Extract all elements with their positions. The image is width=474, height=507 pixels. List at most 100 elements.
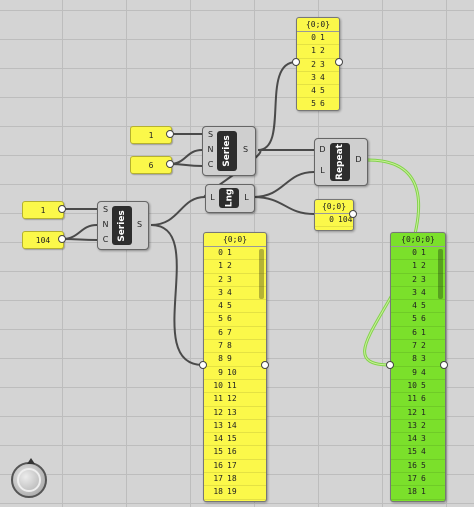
row-value: 2 bbox=[227, 261, 232, 271]
row-index: 13 bbox=[407, 420, 417, 430]
navigator-arrow-icon bbox=[27, 458, 35, 464]
row-value: 1 bbox=[421, 407, 426, 417]
repeat-input-l[interactable]: L bbox=[320, 166, 325, 175]
slider-left-start[interactable]: 1 bbox=[22, 201, 64, 219]
series-output-s[interactable]: S bbox=[242, 145, 249, 154]
panel-output-grip[interactable] bbox=[335, 58, 343, 66]
row-index: 2 bbox=[218, 274, 223, 284]
series-label: Series bbox=[117, 209, 128, 242]
row-index: 4 bbox=[412, 301, 417, 311]
length-core: Lng bbox=[219, 188, 239, 208]
row-value: 1 bbox=[227, 248, 232, 257]
row-value: 3 bbox=[227, 274, 232, 284]
slider-output-grip[interactable] bbox=[58, 235, 66, 243]
panel-input-grip[interactable] bbox=[292, 58, 300, 66]
length-input-l[interactable]: L bbox=[210, 193, 215, 202]
panel-scrollbar[interactable] bbox=[438, 249, 443, 299]
length-component[interactable]: L Lng L bbox=[205, 184, 255, 213]
row-index: 4 bbox=[311, 86, 316, 96]
row-value: 2 bbox=[421, 501, 426, 502]
wire-series2-to-length bbox=[150, 196, 206, 226]
row-value: 14 bbox=[227, 420, 237, 430]
row-value: 2 bbox=[421, 420, 426, 430]
wire-series-to-panel-top bbox=[257, 61, 297, 151]
panel-output-grip[interactable] bbox=[440, 361, 448, 369]
row-value: 6 bbox=[421, 474, 426, 484]
compass-navigator-icon[interactable] bbox=[11, 458, 47, 498]
panel-title: {0;0} bbox=[204, 233, 266, 247]
wire-length-to-repeat-l bbox=[252, 171, 315, 198]
slider-output-grip[interactable] bbox=[58, 205, 66, 213]
row-value: 6 bbox=[421, 394, 426, 404]
row-value: 3 bbox=[320, 59, 325, 69]
slider-value: 6 bbox=[148, 160, 154, 170]
row-index: 5 bbox=[412, 314, 417, 324]
row-value: 5 bbox=[421, 380, 426, 390]
series-input-s[interactable]: S bbox=[207, 130, 214, 139]
row-value: 1 bbox=[421, 487, 426, 497]
row-index: 8 bbox=[412, 354, 417, 364]
length-output-l[interactable]: L bbox=[244, 193, 249, 202]
panel-title: {0;0;0} bbox=[391, 233, 445, 247]
slider-value: 104 bbox=[35, 235, 51, 245]
repeat-component[interactable]: D L Repeat D bbox=[314, 138, 368, 186]
row-value: 2 bbox=[320, 46, 325, 56]
wire-length-to-panel-len bbox=[252, 196, 315, 215]
row-value: 6 bbox=[421, 314, 426, 324]
row-index: 4 bbox=[218, 301, 223, 311]
row-value: 2 bbox=[421, 341, 426, 351]
series-component-left[interactable]: S N C Series S bbox=[97, 201, 149, 250]
row-value: 5 bbox=[421, 460, 426, 470]
slider-output-grip[interactable] bbox=[166, 130, 174, 138]
panel-input-grip[interactable] bbox=[199, 361, 207, 369]
series-input-n[interactable]: N bbox=[102, 220, 109, 229]
panel-input-grip[interactable] bbox=[386, 361, 394, 369]
series-input-n[interactable]: N bbox=[207, 145, 214, 154]
row-value: 5 bbox=[227, 301, 232, 311]
panel-output-grip[interactable] bbox=[261, 361, 269, 369]
row-value: 5 bbox=[320, 86, 325, 96]
navigator-ring bbox=[17, 468, 41, 492]
length-label: Lng bbox=[224, 188, 234, 208]
row-value: 6 bbox=[227, 314, 232, 324]
panel-row: 192 bbox=[391, 500, 445, 502]
row-index: 2 bbox=[412, 274, 417, 284]
row-value: 18 bbox=[227, 474, 237, 484]
row-value: 15 bbox=[227, 434, 237, 444]
series-input-s[interactable]: S bbox=[102, 205, 109, 214]
row-value: 1 bbox=[421, 248, 426, 257]
series-output-s[interactable]: S bbox=[136, 220, 143, 229]
repeat-output-d[interactable]: D bbox=[355, 155, 362, 164]
row-value: 104 bbox=[338, 215, 353, 224]
slider-output-grip[interactable] bbox=[166, 160, 174, 168]
series-component-top[interactable]: S N C Series S bbox=[202, 126, 256, 176]
series-input-c[interactable]: C bbox=[207, 160, 214, 169]
row-value: 3 bbox=[421, 354, 426, 364]
row-index: 7 bbox=[218, 341, 223, 351]
series-input-c[interactable]: C bbox=[102, 235, 109, 244]
row-value: 11 bbox=[227, 380, 237, 390]
panel-scrollbar[interactable] bbox=[259, 249, 264, 299]
panel-output-grip[interactable] bbox=[349, 210, 357, 218]
repeat-input-d[interactable]: D bbox=[319, 145, 326, 154]
row-value: 10 bbox=[227, 367, 237, 377]
